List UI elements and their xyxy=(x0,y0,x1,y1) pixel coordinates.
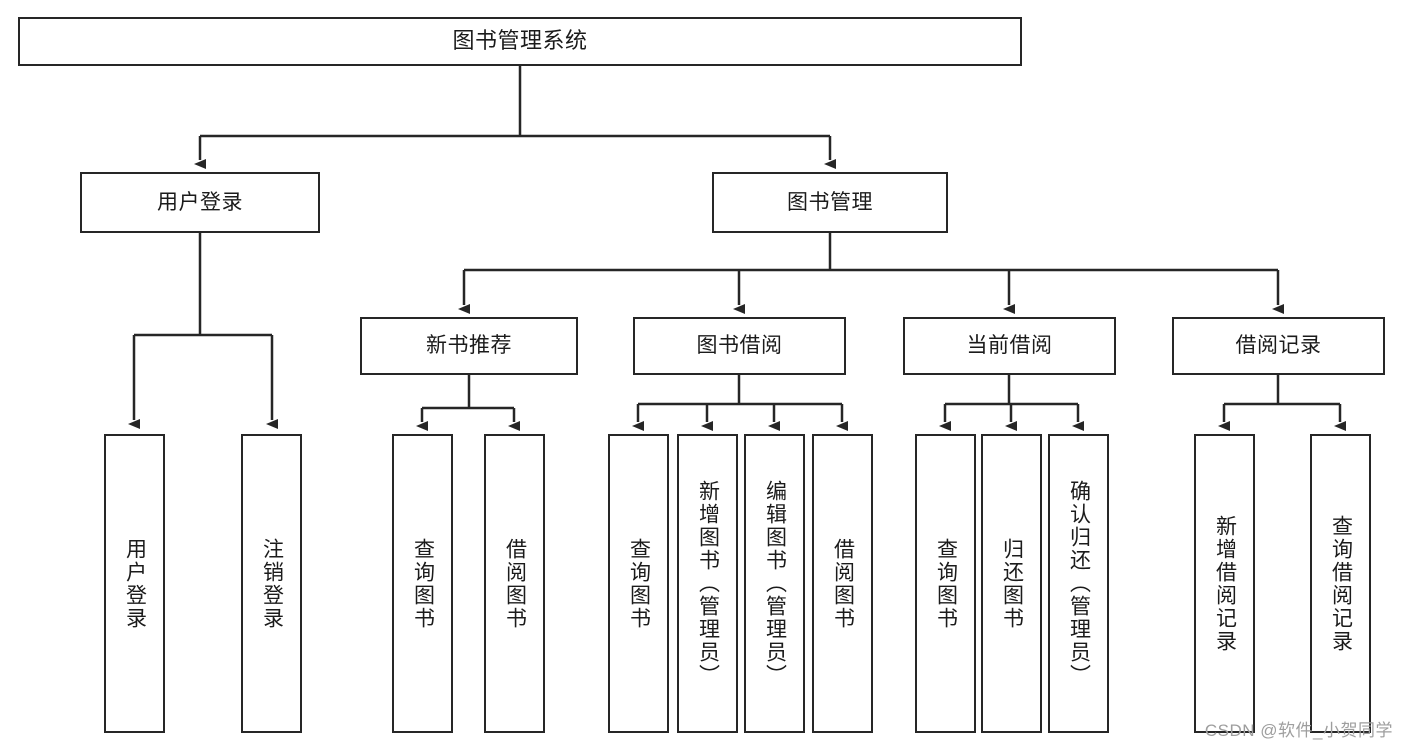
node-book-borrow[interactable]: 图书借阅 xyxy=(633,317,846,375)
node-leaf-query-book-3[interactable]: 查询图书 xyxy=(915,434,976,733)
node-leaf-query-book-3-label: 查询图书 xyxy=(934,537,958,630)
node-leaf-return-book-label: 归还图书 xyxy=(1000,537,1024,630)
node-book-borrow-label: 图书借阅 xyxy=(696,334,783,358)
node-new-book-recommend[interactable]: 新书推荐 xyxy=(360,317,578,375)
node-leaf-logout-label: 注销登录 xyxy=(260,537,284,630)
node-leaf-borrow-book-1[interactable]: 借阅图书 xyxy=(484,434,545,733)
node-leaf-query-book-2[interactable]: 查询图书 xyxy=(608,434,669,733)
csdn-watermark: CSDN @软件_小贺同学 xyxy=(1204,721,1393,740)
node-borrow-record-label: 借阅记录 xyxy=(1235,334,1322,358)
node-leaf-add-book-label: 新增图书（管理员） xyxy=(696,480,720,687)
node-leaf-query-book-1[interactable]: 查询图书 xyxy=(392,434,453,733)
node-leaf-borrow-book-2[interactable]: 借阅图书 xyxy=(812,434,873,733)
node-book-manage-label: 图书管理 xyxy=(787,190,873,214)
node-user-login[interactable]: 用户登录 xyxy=(80,172,320,233)
node-current-borrow-label: 当前借阅 xyxy=(966,334,1053,358)
node-leaf-borrow-book-2-label: 借阅图书 xyxy=(831,537,855,630)
node-user-login-label: 用户登录 xyxy=(157,190,243,214)
node-leaf-user-login[interactable]: 用户登录 xyxy=(104,434,165,733)
node-current-borrow[interactable]: 当前借阅 xyxy=(903,317,1116,375)
node-leaf-add-book[interactable]: 新增图书（管理员） xyxy=(677,434,738,733)
node-book-manage[interactable]: 图书管理 xyxy=(712,172,948,233)
node-leaf-query-book-1-label: 查询图书 xyxy=(411,537,435,630)
node-new-book-recommend-label: 新书推荐 xyxy=(426,334,512,358)
node-root-label: 图书管理系统 xyxy=(452,28,588,54)
node-leaf-query-record-label: 查询借阅记录 xyxy=(1329,514,1353,653)
node-leaf-borrow-book-1-label: 借阅图书 xyxy=(503,537,527,630)
node-leaf-confirm-return[interactable]: 确认归还（管理员） xyxy=(1048,434,1109,733)
node-leaf-add-record-label: 新增借阅记录 xyxy=(1213,514,1237,653)
node-leaf-add-record[interactable]: 新增借阅记录 xyxy=(1194,434,1255,733)
node-leaf-logout[interactable]: 注销登录 xyxy=(241,434,302,733)
node-leaf-edit-book[interactable]: 编辑图书（管理员） xyxy=(744,434,805,733)
node-leaf-query-record[interactable]: 查询借阅记录 xyxy=(1310,434,1371,733)
node-root[interactable]: 图书管理系统 xyxy=(18,17,1022,66)
node-leaf-return-book[interactable]: 归还图书 xyxy=(981,434,1042,733)
node-borrow-record[interactable]: 借阅记录 xyxy=(1172,317,1385,375)
node-leaf-user-login-label: 用户登录 xyxy=(123,537,147,630)
node-leaf-edit-book-label: 编辑图书（管理员） xyxy=(763,480,787,687)
node-leaf-confirm-return-label: 确认归还（管理员） xyxy=(1067,480,1091,687)
node-leaf-query-book-2-label: 查询图书 xyxy=(627,537,651,630)
